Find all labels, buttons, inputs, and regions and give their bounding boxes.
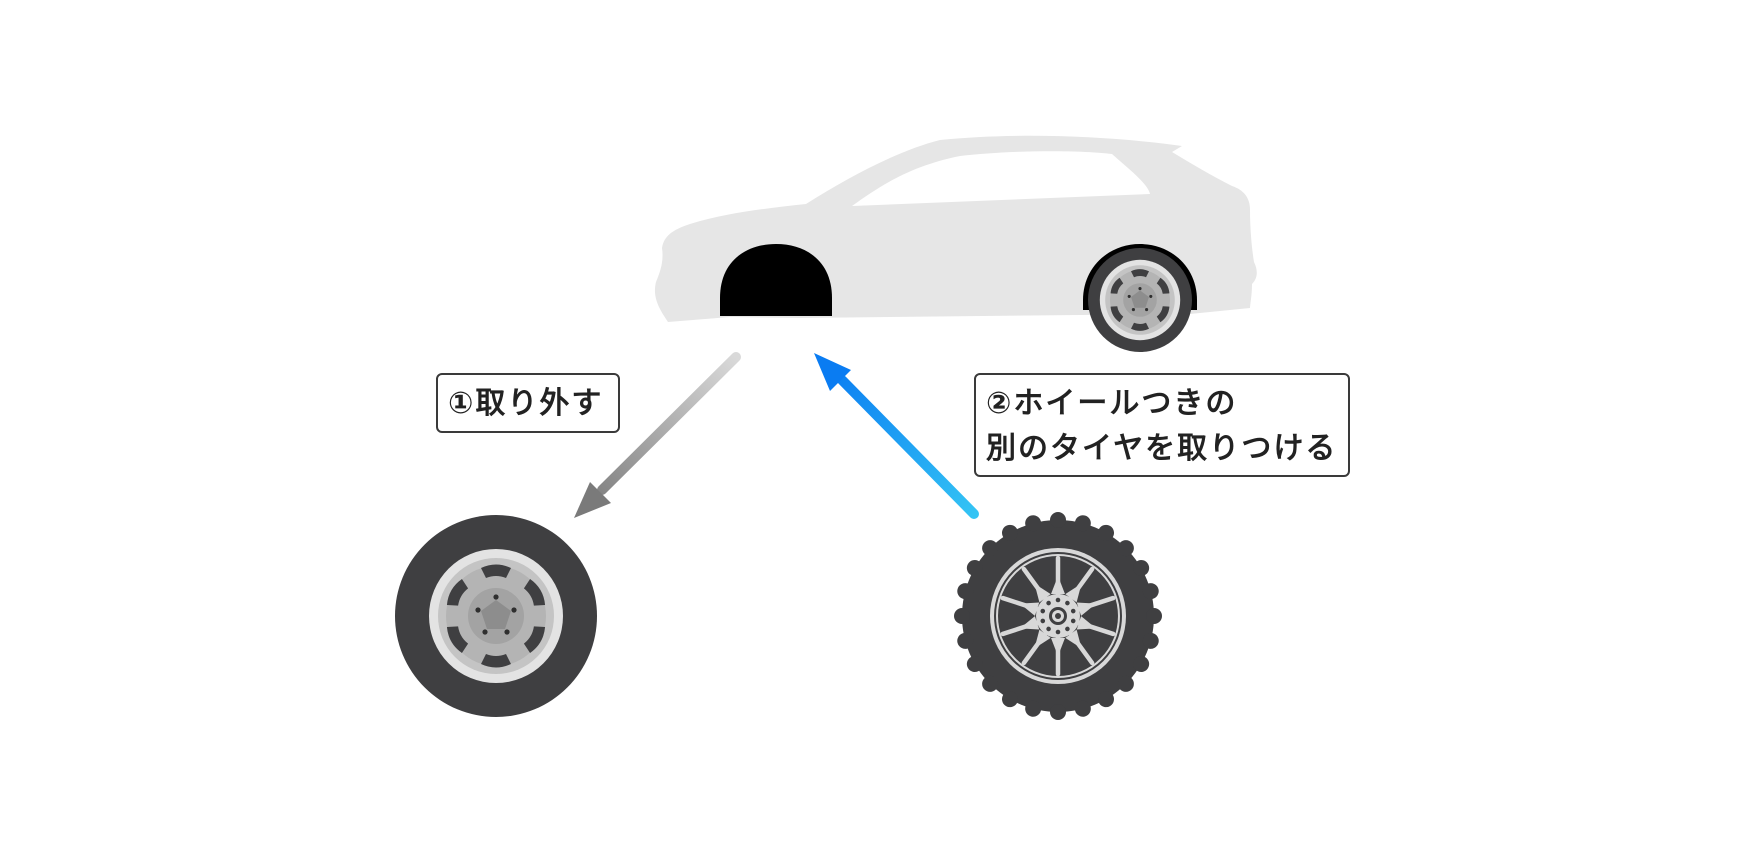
attach-step-label: ②ホイールつきの 別のタイヤを取りつける: [974, 373, 1350, 477]
rear-wheel-icon: [1088, 248, 1192, 352]
remove-step-label: ①取り外す: [436, 373, 620, 433]
front-wheel-well: [720, 244, 832, 316]
tire-with-steel-rim-icon: [395, 515, 597, 717]
car-silhouette-icon: [654, 135, 1257, 352]
offroad-tire-with-alloy-rim-icon: [954, 512, 1162, 720]
attach-step-text-line2: 別のタイヤを取りつける: [986, 431, 1338, 466]
attach-step-text-line1: ②ホイールつきの: [986, 386, 1238, 421]
remove-arrow: [574, 352, 741, 518]
remove-step-text: ①取り外す: [448, 386, 604, 421]
attach-arrow: [814, 353, 979, 519]
car-window: [852, 151, 1150, 206]
